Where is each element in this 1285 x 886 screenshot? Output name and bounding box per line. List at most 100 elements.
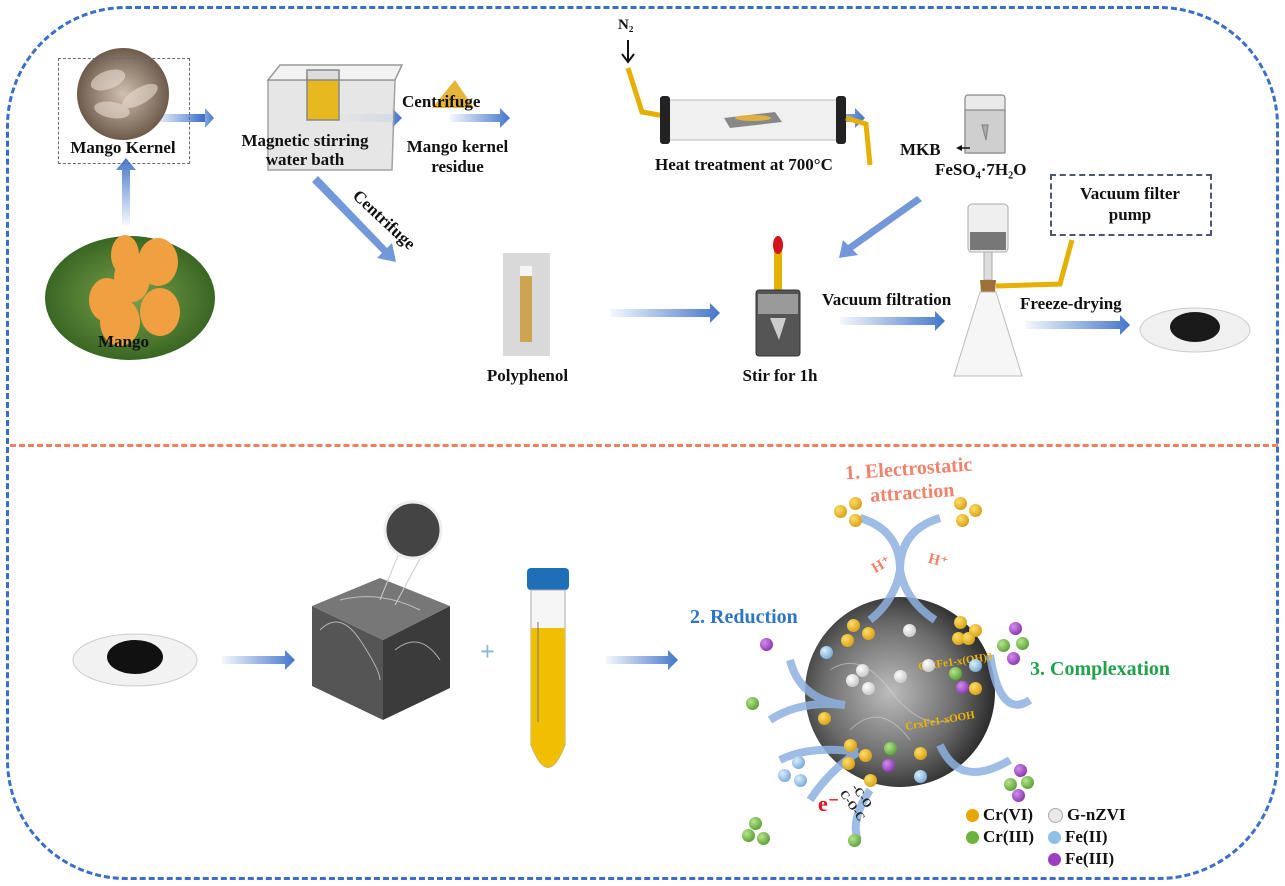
legend-item: Fe(III) — [1048, 849, 1114, 869]
cr6-particle — [841, 634, 854, 647]
residue-pile — [432, 80, 474, 108]
arrow-stir-to-filtration — [840, 311, 945, 331]
centrifuge-label-1: Centrifuge — [402, 92, 481, 111]
g-nzvi-particle — [894, 670, 907, 683]
cr3-particle — [757, 832, 770, 845]
beaker-feso4 — [964, 94, 1006, 154]
mkb-label: MKB — [900, 140, 941, 159]
cr3-particle — [1016, 637, 1029, 650]
fe3-particle — [882, 759, 895, 772]
fe3-particle — [1012, 789, 1025, 802]
cr3-particle — [746, 697, 759, 710]
outer-frame — [6, 6, 1279, 880]
cr3-particle — [749, 817, 762, 830]
fe2-particle — [778, 769, 791, 782]
cr6-particle — [954, 497, 967, 510]
cr3-particle — [884, 742, 897, 755]
water-bath — [266, 64, 404, 171]
legend-swatch-icon — [966, 830, 979, 844]
cr6-particle — [969, 682, 982, 695]
fe3-particle — [1007, 652, 1020, 665]
centrifuge-tube-solution — [527, 568, 569, 768]
cr6-particle — [849, 514, 862, 527]
legend-item: Cr(III) — [966, 827, 1034, 847]
legend-swatch-icon — [966, 808, 979, 822]
water-bath-label-2: water bath — [265, 150, 345, 169]
n2-label: N₂ — [618, 17, 634, 33]
mango-kernel-image — [77, 48, 169, 140]
cr6-particle — [834, 505, 847, 518]
vacuum-filtration-label: Vacuum filtration — [822, 290, 952, 309]
petri-dish-dried — [1139, 307, 1251, 353]
cr6-particle — [862, 627, 875, 640]
arrow-beaker-to-stir — [839, 196, 922, 258]
cr6-particle — [914, 747, 927, 760]
g-nzvi-particle — [862, 682, 875, 695]
vacuum-pump-box — [1050, 174, 1212, 236]
heat-treatment-label: Heat treatment at 700°C — [655, 155, 833, 174]
cr3-particle — [1021, 776, 1034, 789]
fe2-particle — [914, 770, 927, 783]
aerogel-cube — [312, 500, 450, 720]
arrow-filtration-to-dry — [1025, 315, 1130, 335]
freeze-drying-label: Freeze-drying — [1020, 294, 1122, 313]
mango-kernel-label: Mango Kernel — [70, 138, 176, 157]
legend-swatch-icon — [1048, 852, 1061, 866]
feso4-label: FeSO₄·7H₂O — [935, 160, 1027, 179]
cr6-particle — [954, 616, 967, 629]
electron-label: e⁻ — [818, 791, 840, 816]
g-nzvi-particle — [856, 664, 869, 677]
cr3-particle — [742, 829, 755, 842]
cr6-particle — [956, 514, 969, 527]
cr6-particle — [847, 619, 860, 632]
legend-item: G-nZVI — [1048, 805, 1126, 825]
legend-swatch-icon — [1048, 830, 1061, 844]
pump-label-1: Vacuum filter — [1080, 184, 1180, 203]
cr3-particle — [949, 667, 962, 680]
vacuum-filtration-flask — [953, 203, 1075, 377]
petri-dish-aerogel — [72, 633, 198, 687]
panel-separator — [10, 444, 1278, 447]
arrow-residue-to-furnace — [450, 108, 510, 128]
legend-swatch-icon — [1048, 807, 1063, 823]
arrow-mango-to-kernel — [116, 158, 136, 225]
mango-label: Mango — [98, 332, 149, 351]
water-bath-label-1: Magnetic stirring — [241, 131, 369, 150]
fe3-particle — [1014, 764, 1027, 777]
arrow-tube-to-mechanism — [606, 650, 678, 670]
g-nzvi-particle — [903, 624, 916, 637]
legend-item: Fe(II) — [1048, 827, 1107, 847]
step3-label: 3. Complexation — [1030, 658, 1170, 680]
cr6-particle — [849, 497, 862, 510]
cr3-particle — [1004, 778, 1017, 791]
cr6-particle — [818, 712, 831, 725]
cr3-particle — [997, 639, 1010, 652]
g-nzvi-particle — [922, 659, 935, 672]
mango-kernel-box — [58, 58, 190, 164]
g-nzvi-particle — [846, 674, 859, 687]
tube-furnace — [625, 67, 873, 166]
stir-label: Stir for 1h — [742, 366, 818, 385]
arrow-dish-to-cube — [222, 650, 295, 670]
fe2-particle — [820, 646, 833, 659]
cr6-particle — [962, 632, 975, 645]
cr3-particle — [848, 834, 861, 847]
residue-label-1: Mango kernel — [406, 137, 509, 156]
cr6-particle — [842, 757, 855, 770]
mechanism-arrows — [767, 514, 1033, 842]
polyphenol-label: Polyphenol — [486, 366, 569, 385]
fe3-particle — [1009, 622, 1022, 635]
cr6-particle — [969, 504, 982, 517]
pump-label-2: pump — [1108, 205, 1152, 224]
plus-sign: + — [480, 637, 495, 666]
cr6-particle — [844, 739, 857, 752]
residue-label-2: residue — [431, 157, 484, 176]
cr6-particle — [859, 749, 872, 762]
fe2-particle — [969, 659, 982, 672]
fe3-particle — [956, 681, 969, 694]
cr6-particle — [952, 632, 965, 645]
legend-item: Cr(VI) — [966, 805, 1033, 825]
fe2-particle — [794, 774, 807, 787]
step2-label: 2. Reduction — [690, 606, 798, 628]
